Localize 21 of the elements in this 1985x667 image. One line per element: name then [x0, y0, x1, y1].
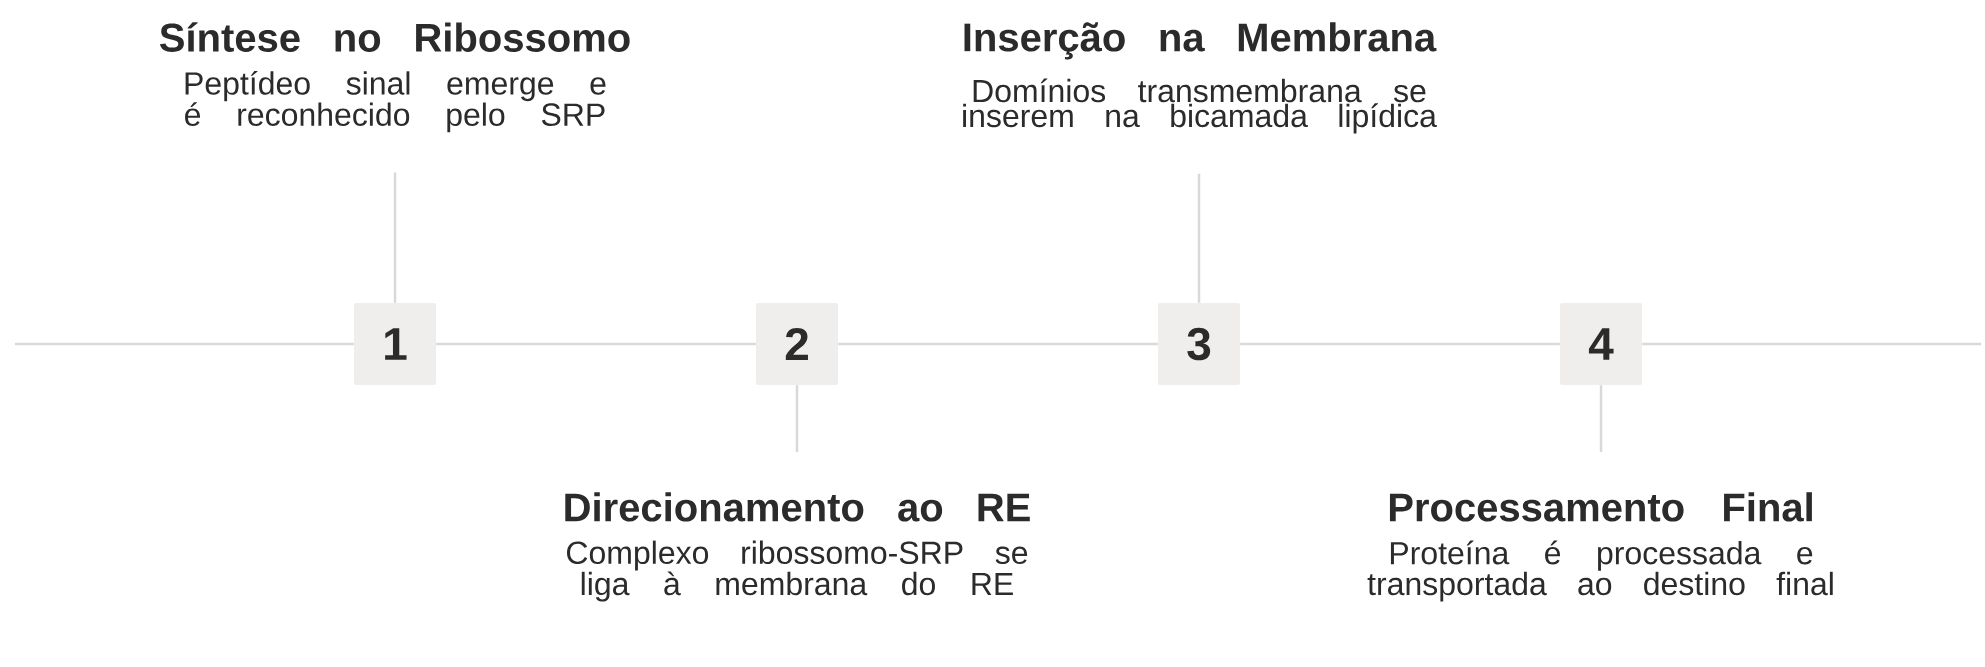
number-box: 1	[354, 303, 436, 385]
connector-line	[1240, 342, 1560, 346]
number-box: 2	[756, 303, 838, 385]
connector-line	[15, 342, 354, 346]
step-title: Direcionamento ao RE	[565, 492, 1030, 522]
connector-line	[436, 342, 756, 346]
connector-line	[838, 342, 1158, 346]
step-description: Proteína é processada e transportada ao destino final	[1367, 540, 1833, 602]
connector-line	[1197, 173, 1201, 303]
number-box: 3	[1158, 303, 1240, 385]
step-title: Inserção na Membrana	[964, 22, 1437, 60]
connector-line	[795, 385, 799, 452]
step-description: Peptídeo sinal emerge e é reconhecido pelo SRP	[185, 70, 606, 133]
step-description: Complexo ribossomo-SRP se liga à membrana do RE	[567, 540, 1028, 602]
connector-line	[1599, 385, 1603, 452]
step-description: Domínios transmembrana se inserem na bicamada lipídica	[963, 78, 1437, 134]
connector-line	[1642, 342, 1982, 346]
number-box: 4	[1560, 303, 1642, 385]
step-title: Síntese no Ribossomo	[159, 22, 630, 52]
step-title: Processamento Final	[1389, 492, 1812, 522]
connector-line	[393, 172, 397, 303]
